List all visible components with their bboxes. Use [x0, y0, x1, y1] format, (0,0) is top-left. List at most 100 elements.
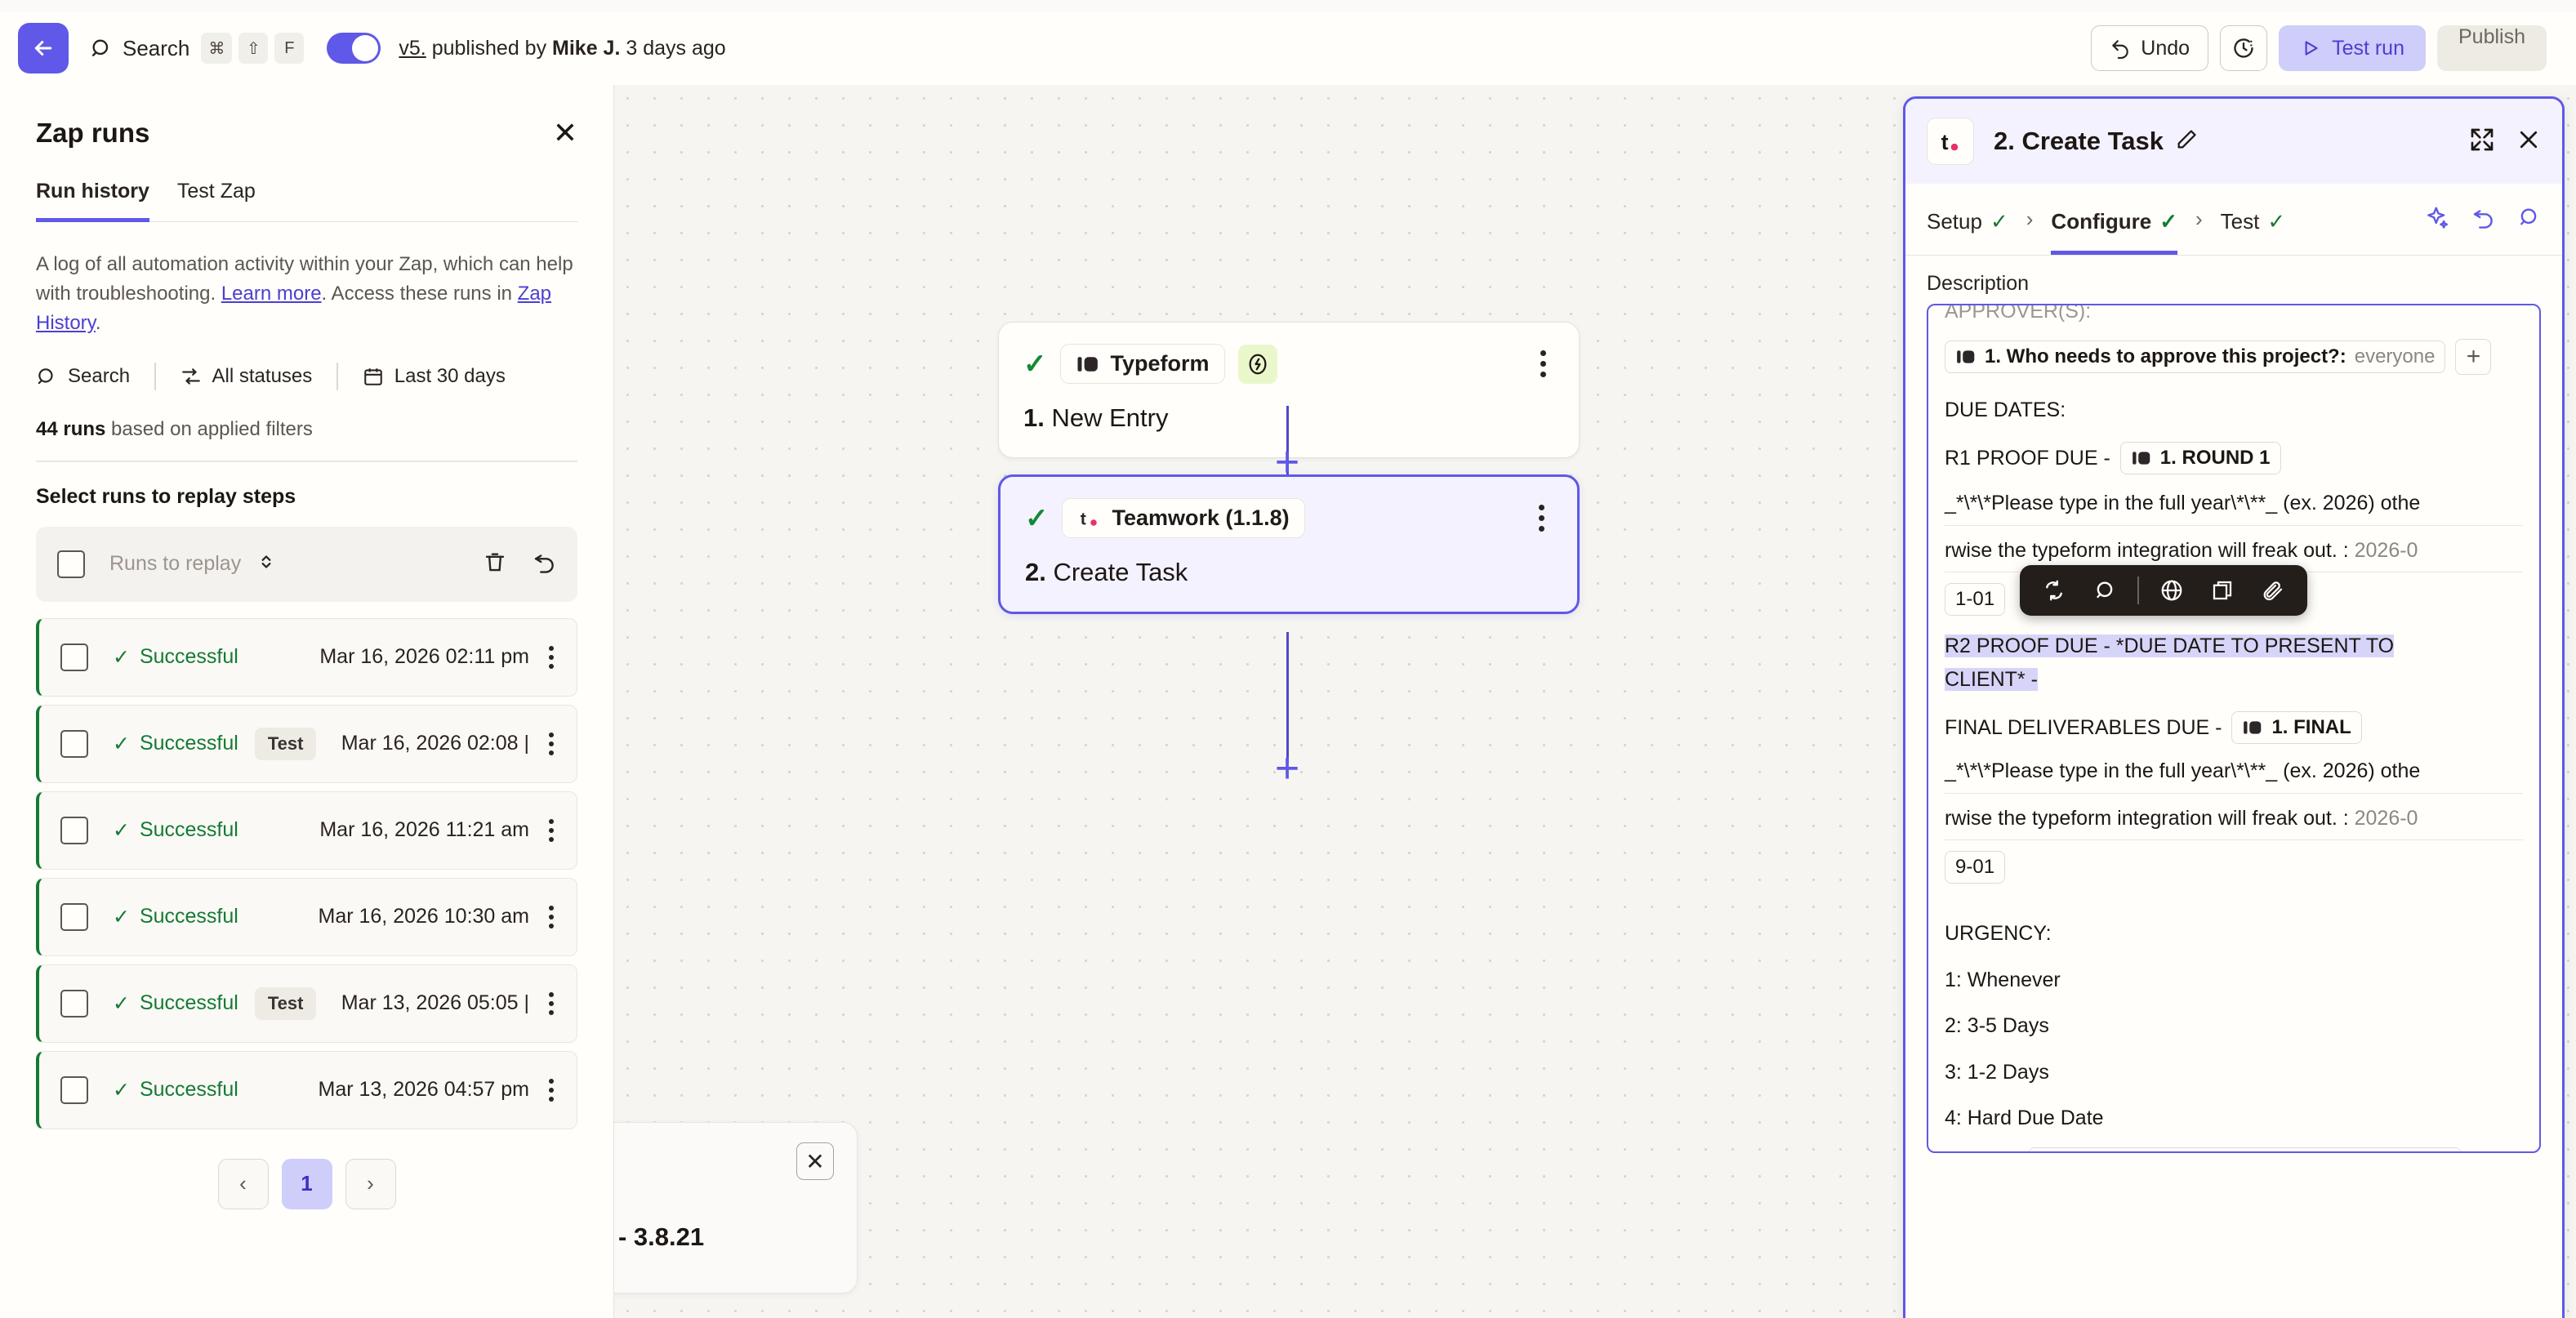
workflow-node-action[interactable]: ✓ t Teamwork (1.1.8) 2. Create Task — [998, 474, 1580, 614]
globe-button[interactable] — [2149, 571, 2195, 610]
version-link[interactable]: v5. — [399, 36, 426, 60]
floating-toolbar — [2020, 565, 2307, 616]
partial-card[interactable]: ✕ - 3.8.21 — [614, 1122, 858, 1294]
next-page-button[interactable]: › — [345, 1158, 396, 1209]
zap-enabled-toggle[interactable] — [327, 33, 381, 64]
table-row[interactable]: ✓ Successful Mar 13, 2026 04:57 pm — [36, 1050, 577, 1129]
search-step-button[interactable] — [2516, 205, 2541, 234]
node-app-chip[interactable]: Typeform — [1059, 344, 1225, 384]
note-chip-2[interactable]: 9-01 — [1945, 851, 2006, 884]
close-icon[interactable]: ✕ — [552, 116, 577, 149]
r2-proof-line-1-text: R2 PROOF DUE - *DUE DATE TO PRESENT TO — [1945, 635, 2395, 657]
run-menu-button[interactable] — [544, 1074, 559, 1106]
search-trigger[interactable]: Search — [90, 36, 189, 61]
filter-search[interactable]: Search — [36, 365, 130, 388]
close-icon[interactable]: ✕ — [796, 1142, 834, 1180]
panel-tabs: Run history Test Zap — [0, 180, 613, 222]
pencil-icon[interactable] — [2175, 128, 2198, 155]
runs-count-suffix: based on applied filters — [105, 418, 313, 440]
answer-token[interactable]: 1. Remember, not all projects are create… — [2028, 1147, 2462, 1151]
tab-run-history[interactable]: Run history — [36, 180, 149, 222]
filter-statuses[interactable]: All statuses — [180, 365, 312, 388]
table-row[interactable]: ✓ Successful Test Mar 13, 2026 05:05 | — [36, 964, 577, 1043]
ai-assist-button[interactable] — [2425, 205, 2449, 234]
publish-info: v5. published by Mike J. 3 days ago — [399, 37, 725, 60]
r1-round-token[interactable]: 1. ROUND 1 — [2119, 442, 2281, 474]
revert-button[interactable] — [2471, 205, 2495, 234]
run-checkbox[interactable] — [60, 643, 88, 671]
run-menu-button[interactable] — [544, 901, 559, 933]
panel-filters: Search All statuses Last 30 days — [0, 338, 613, 390]
delete-runs-button[interactable] — [483, 550, 507, 578]
select-all-checkbox[interactable] — [57, 550, 85, 578]
add-step-button-2[interactable]: + — [1274, 745, 1300, 792]
note-line-1: _*\*\*Please type in the full year\*\**_… — [1945, 489, 2523, 526]
undo-arrow-icon — [2112, 40, 2128, 59]
run-timestamp: Mar 16, 2026 10:30 am — [318, 905, 530, 928]
copy-button[interactable] — [2199, 571, 2245, 610]
sync-button[interactable] — [2031, 571, 2077, 610]
version-history-button[interactable] — [2220, 25, 2268, 71]
prev-page-button[interactable]: ‹ — [217, 1158, 269, 1209]
tab-configure[interactable]: Configure ✓ — [2051, 184, 2177, 255]
run-checkbox[interactable] — [60, 729, 88, 758]
back-button[interactable] — [18, 23, 69, 73]
undo-label: Undo — [2141, 36, 2190, 60]
check-icon: ✓ — [1990, 209, 2008, 234]
search-button[interactable] — [2082, 571, 2128, 610]
table-row[interactable]: ✓ Successful Mar 16, 2026 10:30 am — [36, 877, 577, 956]
node-title: 2. Create Task — [1025, 558, 1553, 587]
test-run-button[interactable]: Test run — [2279, 25, 2426, 71]
note2-line-1: _*\*\*Please type in the full year\*\**_… — [1945, 757, 2523, 794]
run-menu-button[interactable] — [544, 987, 559, 1020]
final-token[interactable]: 1. FINAL — [2231, 711, 2362, 744]
description-field[interactable]: APPROVER(S): 1. Who needs to approve thi… — [1927, 304, 2541, 1153]
run-checkbox[interactable] — [60, 816, 88, 844]
run-menu-button[interactable] — [544, 728, 559, 760]
tab-test[interactable]: Test ✓ — [2221, 184, 2285, 255]
calendar-icon — [363, 368, 382, 385]
workflow-node-trigger[interactable]: ✓ Typeform 1. New Entry — [998, 322, 1580, 458]
run-menu-button[interactable] — [544, 814, 559, 847]
run-timestamp: Mar 13, 2026 05:05 | — [341, 991, 529, 1014]
approver-token[interactable]: 1. Who needs to approve this project?: e… — [1945, 340, 2446, 373]
run-menu-button[interactable] — [544, 641, 559, 674]
attach-button[interactable] — [2250, 571, 2296, 610]
svg-text:t: t — [1080, 509, 1085, 528]
expand-button[interactable] — [2469, 127, 2495, 157]
trigger-bolt-badge — [1237, 344, 1277, 384]
search-icon — [91, 39, 109, 56]
undo-button[interactable]: Undo — [2091, 25, 2209, 71]
page-1-button[interactable]: 1 — [281, 1158, 332, 1209]
add-token-button[interactable]: + — [2455, 338, 2492, 375]
tab-test-zap[interactable]: Test Zap — [176, 180, 256, 203]
learn-more-link[interactable]: Learn more — [221, 283, 322, 305]
tab-setup[interactable]: Setup ✓ — [1927, 184, 2008, 255]
author-name: Mike J. — [552, 36, 621, 60]
status-badge: ✓ Successful — [113, 991, 238, 1016]
publish-button[interactable]: Publish — [2437, 25, 2547, 71]
zap-history-link[interactable]: Zap History — [36, 283, 552, 334]
description-part-1: A log of all automation activity within … — [36, 253, 573, 305]
table-row[interactable]: ✓ Successful Test Mar 16, 2026 02:08 | — [36, 704, 577, 783]
run-checkbox[interactable] — [60, 902, 88, 931]
teamwork-icon: t — [1080, 509, 1097, 528]
replay-runs-button[interactable] — [532, 550, 556, 578]
close-panel-button[interactable] — [2516, 127, 2541, 156]
sort-updown-icon[interactable] — [256, 550, 277, 578]
bolt-icon — [1249, 354, 1267, 374]
node-app-chip[interactable]: t Teamwork (1.1.8) — [1061, 498, 1305, 538]
node-menu-button[interactable] — [1531, 500, 1553, 537]
step-panel-header: t 2. Create Task — [1905, 99, 2562, 184]
filter-date-range[interactable]: Last 30 days — [363, 365, 506, 388]
check-icon: ✓ — [113, 732, 130, 755]
note-chip-1[interactable]: 1-01 — [1945, 583, 2006, 616]
due-dates-heading: DUE DATES: — [1945, 398, 2066, 421]
run-checkbox[interactable] — [60, 989, 88, 1017]
arrow-left-icon — [34, 41, 52, 56]
table-row[interactable]: ✓ Successful Mar 16, 2026 02:11 pm — [36, 617, 577, 697]
note2-line-2: rwise the typeform integration will frea… — [1945, 804, 2523, 840]
table-row[interactable]: ✓ Successful Mar 16, 2026 11:21 am — [36, 790, 577, 870]
run-checkbox[interactable] — [60, 1075, 88, 1104]
node-menu-button[interactable] — [1532, 345, 1554, 382]
